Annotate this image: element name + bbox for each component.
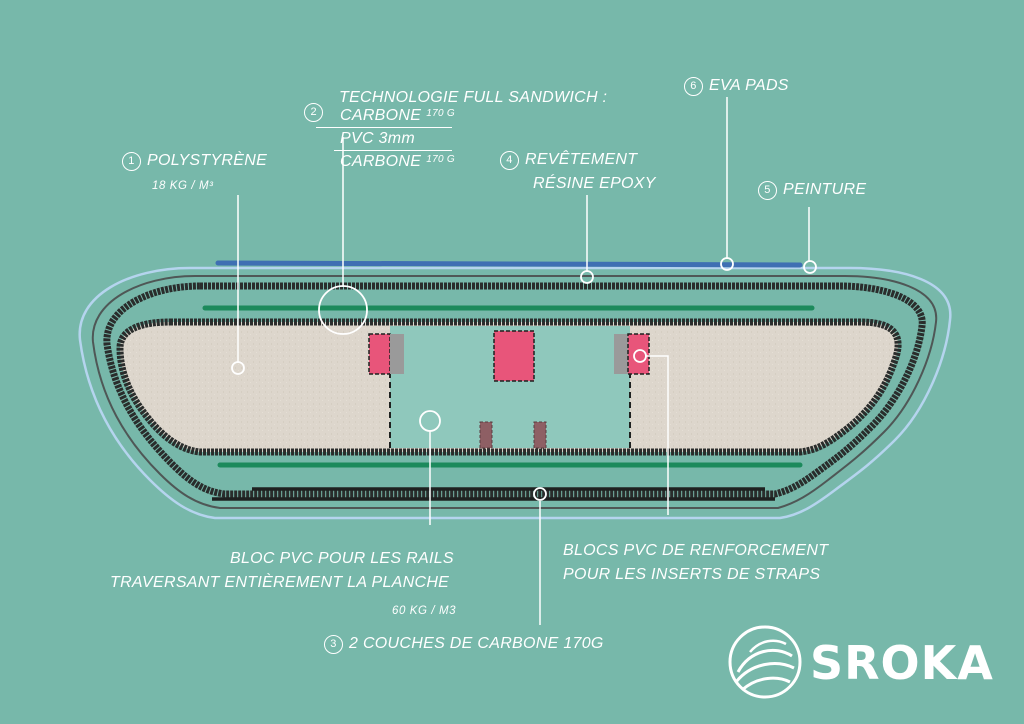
reinforcement-line2: POUR LES INSERTS DE STRAPS: [563, 566, 821, 583]
paint-title: PEINTURE: [783, 181, 867, 198]
reinforcement-block-right: [627, 333, 650, 375]
marker-pvc-rail: [419, 410, 441, 432]
sandwich-number-badge: 2: [304, 103, 323, 122]
marker-paint: [803, 260, 817, 274]
reinforcement-block-right-grey: [614, 334, 628, 374]
reinforcement-block-left: [368, 333, 391, 375]
pvc-rail-line2: TRAVERSANT ENTIÈREMENT LA PLANCHE: [110, 574, 450, 591]
sandwich-layer1-name: CARBONE: [340, 107, 422, 124]
carbon-layers-title: 2 COUCHES DE CARBONE 170G: [349, 635, 604, 652]
reinforcement-block-center: [493, 330, 535, 382]
eva-title: EVA PADS: [709, 77, 789, 94]
number-badge: 4: [500, 151, 519, 170]
sandwich-layer3-weight: 170 G: [426, 154, 455, 165]
polystyrene-title: POLYSTYRÈNE: [147, 152, 268, 169]
reinforcement-block-left-grey: [390, 334, 404, 374]
sandwich-rule-1: [316, 127, 452, 128]
epoxy-outline: [91, 275, 938, 509]
marker-epoxy: [580, 270, 594, 284]
label-paint: 5 PEINTURE: [758, 180, 866, 200]
label-sandwich: TECHNOLOGIE FULL SANDWICH :: [304, 82, 607, 107]
epoxy-line1: REVÊTEMENT: [525, 151, 638, 168]
outer-carbon-skin: [103, 282, 926, 498]
paint-outline: [78, 266, 952, 520]
reinforcement-line1: BLOCS PVC DE RENFORCEMENT: [563, 542, 829, 559]
brand-name: SROKA: [810, 636, 994, 690]
marker-carbon: [533, 487, 547, 501]
leader-reinforcement: [645, 355, 669, 515]
number-badge: 1: [122, 152, 141, 171]
sandwich-rule-2: [334, 150, 452, 151]
sandwich-title: TECHNOLOGIE FULL SANDWICH :: [339, 89, 608, 106]
eva-pad-line: [215, 260, 803, 268]
marker-reinforcement: [633, 349, 647, 363]
pvc-rail-density: 60 KG / M3: [392, 605, 457, 617]
pvc-rail-line1: BLOC PVC POUR LES RAILS: [230, 550, 454, 567]
label-eva: 6 EVA PADS: [684, 76, 789, 96]
polystyrene-density: 18 KG / M³: [152, 180, 214, 192]
label-carbon-layers: 3 2 COUCHES DE CARBONE 170G: [324, 634, 604, 654]
number-badge: 5: [758, 181, 777, 200]
leader-lines: [237, 97, 810, 625]
insert-left: [479, 421, 493, 449]
sandwich-layer-1: CARBONE 170 G: [340, 106, 455, 127]
sandwich-layer3-name: CARBONE: [340, 153, 422, 170]
marker-sandwich: [318, 285, 368, 335]
sandwich-layer-2: PVC 3mm: [340, 130, 415, 147]
number-badge: 3: [324, 635, 343, 654]
epoxy-line2: RÉSINE EPOXY: [533, 175, 656, 192]
marker-polystyrene: [231, 361, 245, 375]
wave-logo-icon: [728, 625, 802, 699]
sandwich-layer-3: CARBONE 170 G: [340, 152, 455, 173]
number-badge: 6: [684, 77, 703, 96]
label-polystyrene: 1 POLYSTYRÈNE: [122, 151, 267, 171]
sandwich-layer1-weight: 170 G: [426, 108, 455, 119]
marker-eva: [720, 257, 734, 271]
label-epoxy: 4 REVÊTEMENT: [500, 150, 637, 170]
insert-right: [533, 421, 547, 449]
